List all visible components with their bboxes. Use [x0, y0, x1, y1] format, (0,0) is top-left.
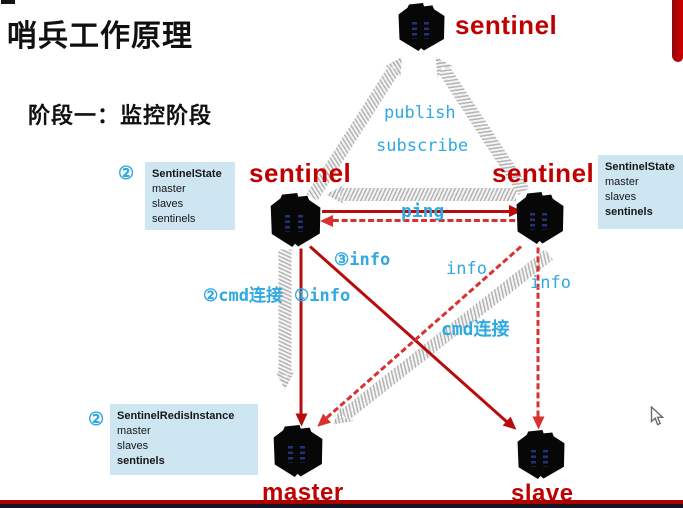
info-arrow-left-to-master	[295, 248, 308, 427]
callout-sentinel-state-right: SentinelState master slaves sentinels	[598, 155, 683, 229]
edge-label-info-master-right: info	[446, 259, 487, 279]
callout-line: sentinels	[152, 213, 196, 225]
server-cube-icon-sentinel-top	[396, 3, 446, 51]
edge-label-info-3: ③info	[334, 250, 391, 270]
bottom-red-bar	[0, 500, 683, 504]
callout-sentinel-state-left: SentinelState master slaves sentinels	[145, 162, 235, 230]
callout-line: master	[117, 425, 151, 437]
edge-label-subscribe: subscribe	[376, 136, 469, 156]
page-subtitle: 阶段一：监控阶段	[28, 103, 213, 128]
callout-title: SentinelState	[605, 161, 675, 173]
page-title: 哨兵工作原理	[7, 20, 193, 53]
callout-line: sentinels	[117, 455, 165, 467]
node-label-sentinel-top: sentinel	[455, 10, 558, 40]
edge-label-info-1: ①info	[294, 286, 351, 306]
edge-label-info-slave-right: info	[530, 273, 571, 293]
callout-line: slaves	[117, 440, 149, 452]
edge-label-publish: publish	[384, 103, 456, 123]
server-cube-icon-sentinel-right	[514, 192, 565, 244]
server-cube-icon-slave	[515, 430, 566, 479]
node-label-sentinel-left: sentinel	[249, 158, 352, 188]
bottom-dark-bar	[0, 504, 683, 508]
callout-sentinel-redis-instance: SentinelRedisInstance master slaves sent…	[110, 404, 258, 475]
callout-title: SentinelRedisInstance	[117, 410, 235, 422]
callout-line: sentinels	[605, 206, 653, 218]
edge-label-cmd-link: cmd连接	[441, 319, 510, 340]
callout-line: slaves	[605, 191, 637, 203]
hatched-arrow-right-to-left	[326, 188, 516, 201]
circled-2-badge-left: ②	[118, 163, 135, 183]
hatched-arrow-left-to-master	[279, 249, 292, 390]
edge-label-cmd-2: ②cmd连接	[203, 286, 283, 306]
edge-label-ping: ping	[401, 201, 445, 222]
server-cube-icon-master	[271, 425, 324, 477]
callout-title: SentinelState	[152, 168, 222, 180]
callout-line: slaves	[152, 198, 184, 210]
server-cube-icon-sentinel-left	[268, 193, 322, 247]
corner-artifact	[1, 0, 15, 4]
circled-2-badge-bottom: ②	[88, 409, 105, 429]
node-label-sentinel-right: sentinel	[492, 158, 595, 188]
slide-corner-tab	[672, 0, 683, 62]
mouse-cursor-icon	[650, 406, 665, 426]
callout-line: master	[152, 183, 186, 195]
callout-line: master	[605, 176, 639, 188]
